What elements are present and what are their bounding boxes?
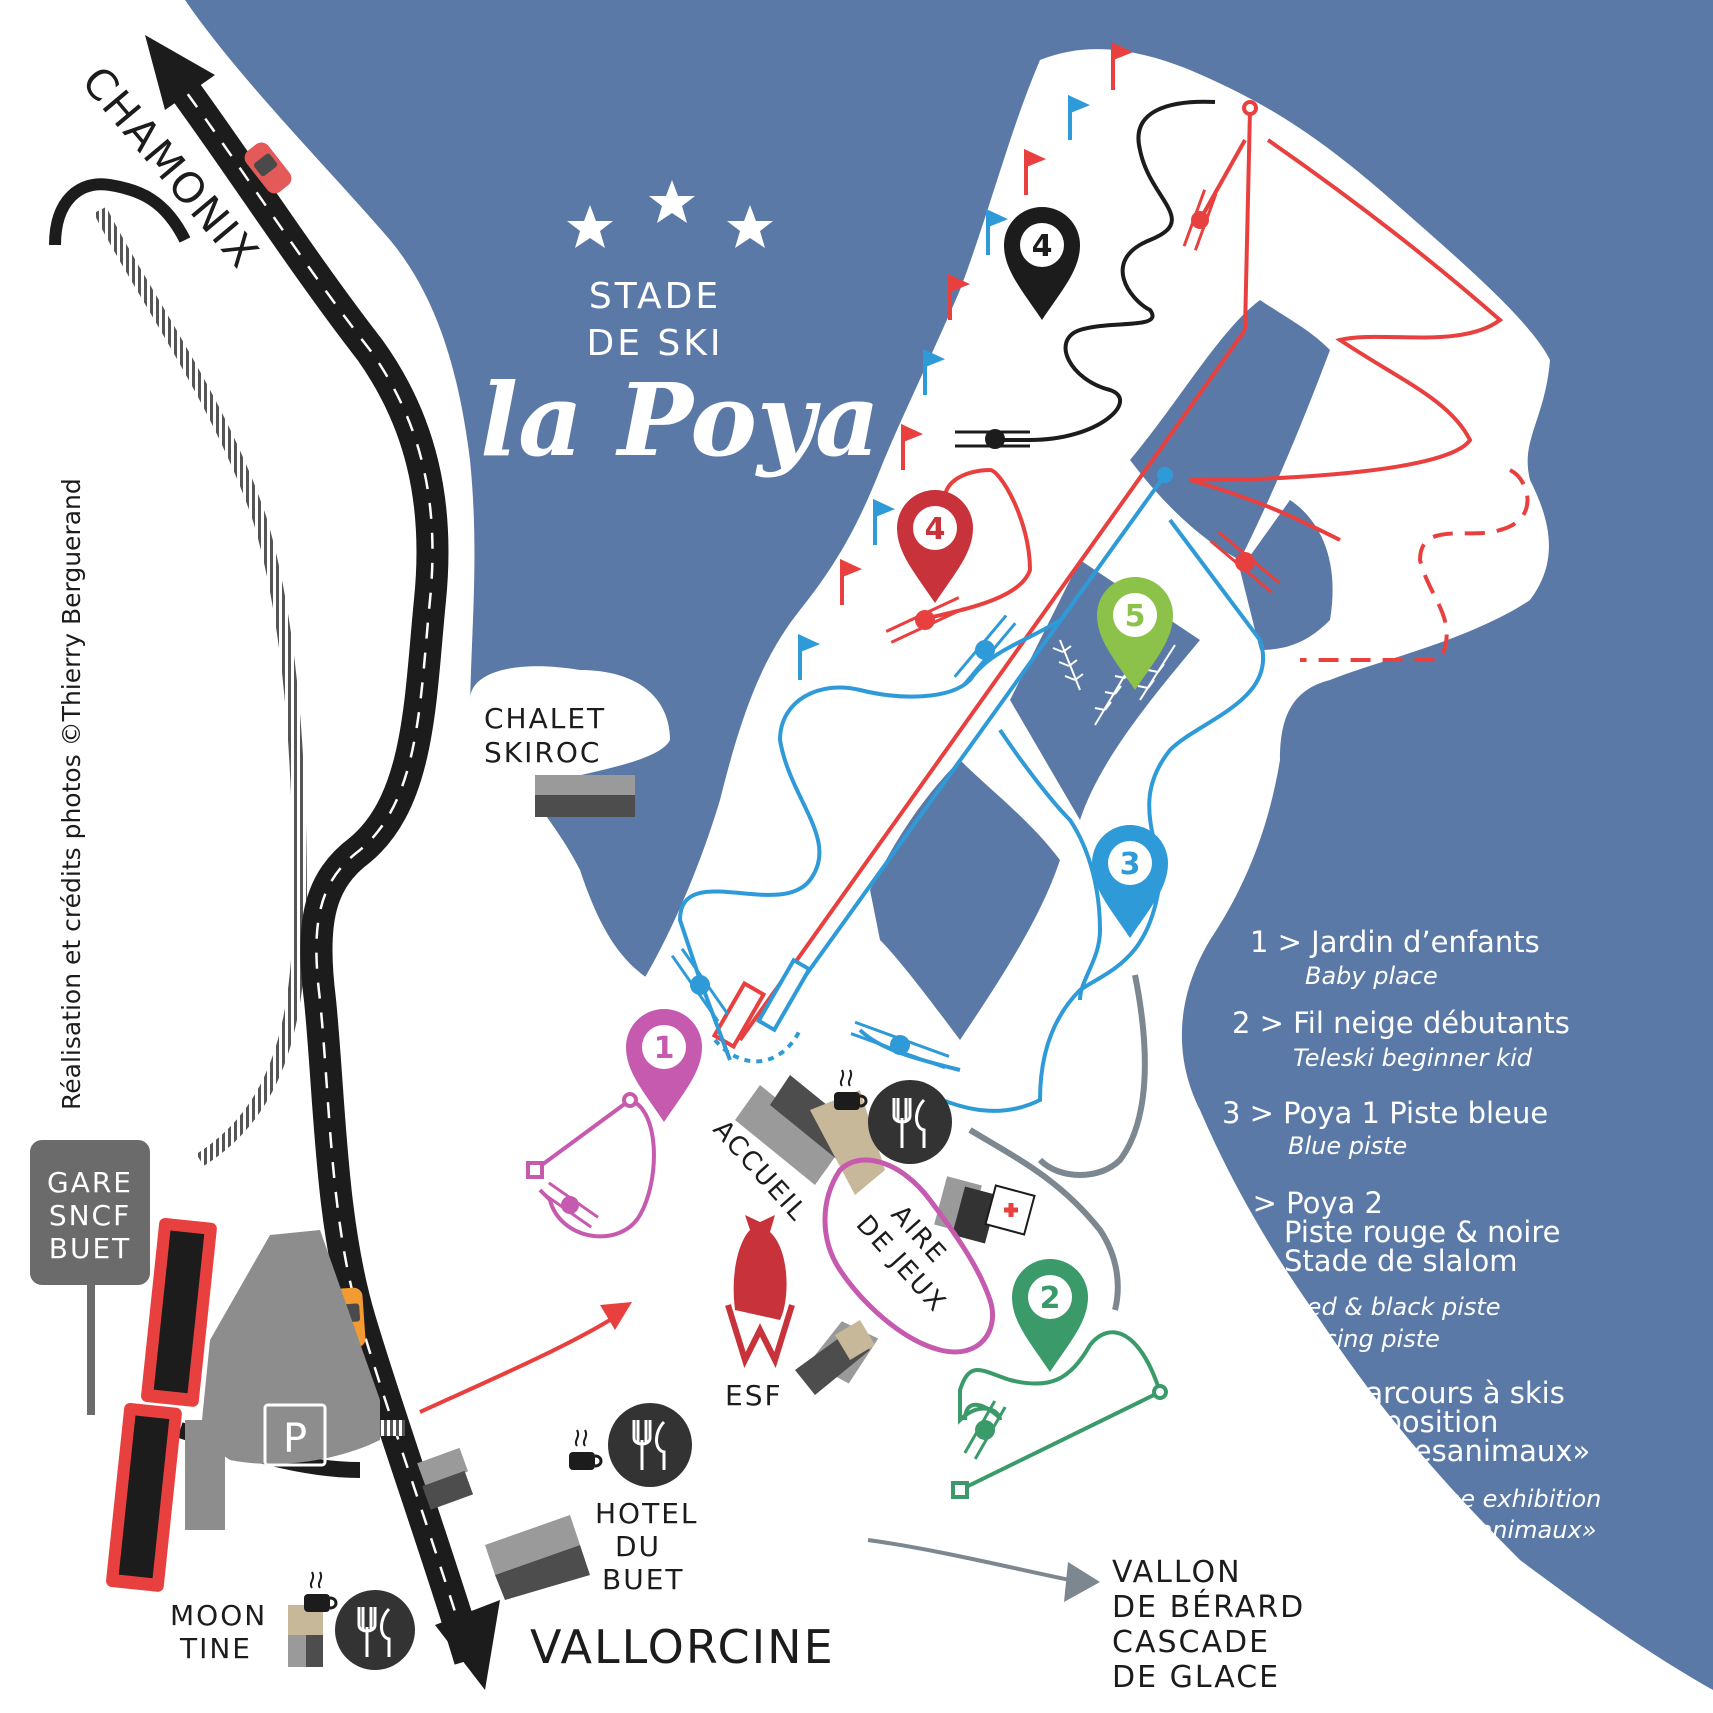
coffee-icon [569, 1429, 603, 1470]
bear-logo-icon [725, 1215, 795, 1369]
hotel-line3: BUET [602, 1563, 685, 1596]
hotel-du-buet: HOTEL DU BUET [417, 1403, 699, 1600]
gare-line2: SNCF [49, 1199, 131, 1232]
restaurant-accueil [834, 1069, 952, 1164]
restaurant-icon [335, 1590, 415, 1670]
train [106, 1217, 217, 1592]
road-arrow-chamonix [145, 35, 215, 110]
esf: ESF [725, 1215, 879, 1412]
green-piste [951, 1330, 1168, 1499]
moon-line2: TINE [179, 1632, 252, 1665]
legend-item4-title: 4 > Poya 2 [1225, 1186, 1383, 1220]
moon-tine: MOON TINE [170, 1571, 415, 1670]
legend-item5-line3: «Mélèzesanimaux» [1312, 1434, 1590, 1468]
parking-label: P [283, 1416, 307, 1462]
marker-1[interactable]: 1 [626, 1009, 702, 1122]
car-red [244, 142, 292, 194]
chalet-line1: CHALET [484, 702, 606, 735]
legend-item4-sub2: Racing piste [1292, 1325, 1440, 1353]
coffee-icon [304, 1571, 338, 1612]
marker-4-red-label: 4 [925, 512, 946, 547]
legend-item3-title: 3 > Poya 1 Piste bleue [1222, 1096, 1548, 1130]
chalet-skiroc: CHALET SKIROC [484, 702, 635, 817]
gare-line1: GARE [47, 1166, 133, 1199]
credits-text: Réalisation et crédits photos ©Thierry B… [57, 478, 86, 1110]
star-icon [649, 180, 695, 223]
marker-1-label: 1 [654, 1031, 675, 1066]
marker-3-label: 3 [1120, 847, 1141, 882]
coffee-icon [834, 1069, 868, 1110]
grey-path [968, 974, 1148, 1311]
marker-3[interactable]: 3 [1092, 825, 1168, 938]
blue-piste [670, 467, 1265, 1113]
title-line1: STADE [589, 276, 721, 317]
vallon-line2: DE BÉRARD [1112, 1589, 1305, 1625]
vallon-line4: DE GLACE [1112, 1660, 1280, 1695]
star-icon [727, 205, 773, 248]
legend-item4-sub1: Red & black piste [1290, 1293, 1501, 1321]
marker-5-label: 5 [1125, 599, 1146, 634]
title-line2: DE SKI [587, 323, 724, 364]
slalom-flags [798, 41, 1134, 680]
road-arrow-vallorcine [435, 1600, 500, 1690]
walking-arrow-red [419, 1302, 632, 1414]
marker-4-black[interactable]: 4 [1004, 207, 1080, 320]
chalet-line2: SKIROC [484, 736, 601, 769]
gare-sign: GARE SNCF BUET [30, 1140, 150, 1415]
marker-4-red[interactable]: 4 [897, 490, 973, 603]
vallon-arrow [867, 1538, 1100, 1602]
vallon-line3: CASCADE [1112, 1625, 1270, 1660]
legend-item5-title: 5 > Parcours à skis [1288, 1376, 1565, 1410]
stade-title: STADE DE SKI la Poya [480, 180, 880, 479]
legend-item2-sub: Teleski beginner kid [1293, 1044, 1533, 1072]
vallon-line1: VALLON [1112, 1555, 1242, 1590]
restaurant-icon [868, 1080, 952, 1164]
legend-item5-line2: Exposition [1348, 1405, 1498, 1439]
legend-item1-sub: Baby place [1305, 962, 1438, 990]
legend-item2-title: 2 > Fil neige débutants [1232, 1006, 1570, 1040]
larch-trees [1052, 639, 1176, 726]
marker-2-label: 2 [1040, 1281, 1061, 1316]
vallorcine-label: VALLORCINE [530, 1620, 835, 1674]
hotel-line1: HOTEL [595, 1497, 699, 1530]
marker-2[interactable]: 2 [1012, 1259, 1088, 1372]
parking-lot: P [185, 1230, 380, 1530]
legend-item1-title: 1 > Jardin d’enfants [1250, 925, 1540, 959]
legend-item5-sub1: > Ski slope exhibition [1340, 1485, 1601, 1513]
black-piste [955, 99, 1216, 449]
vallon-de-berard: VALLON DE BÉRARD CASCADE DE GLACE [1112, 1555, 1305, 1695]
star-icon [567, 205, 613, 248]
legend: 1 > Jardin d’enfants Baby place 2 > Fil … [1222, 925, 1601, 1544]
red-piste [711, 100, 1530, 1050]
esf-label: ESF [725, 1379, 783, 1412]
marker-5[interactable]: 5 [1097, 577, 1173, 690]
restaurant-icon [608, 1403, 692, 1487]
pink-piste [526, 1092, 656, 1239]
legend-item5-sub2: «Mélèzesanimaux» [1366, 1516, 1596, 1544]
moon-line1: MOON [170, 1599, 267, 1632]
legend-item4-line3: Stade de slalom [1284, 1244, 1517, 1278]
legend-item3-sub: Blue piste [1288, 1132, 1407, 1160]
title-brand: la Poya [480, 361, 880, 479]
railway [49, 178, 308, 1166]
gare-line3: BUET [49, 1232, 132, 1265]
legend-item4-line2: Piste rouge & noire [1284, 1215, 1560, 1249]
hotel-line2: DU [615, 1530, 661, 1563]
marker-4-black-label: 4 [1032, 229, 1053, 264]
